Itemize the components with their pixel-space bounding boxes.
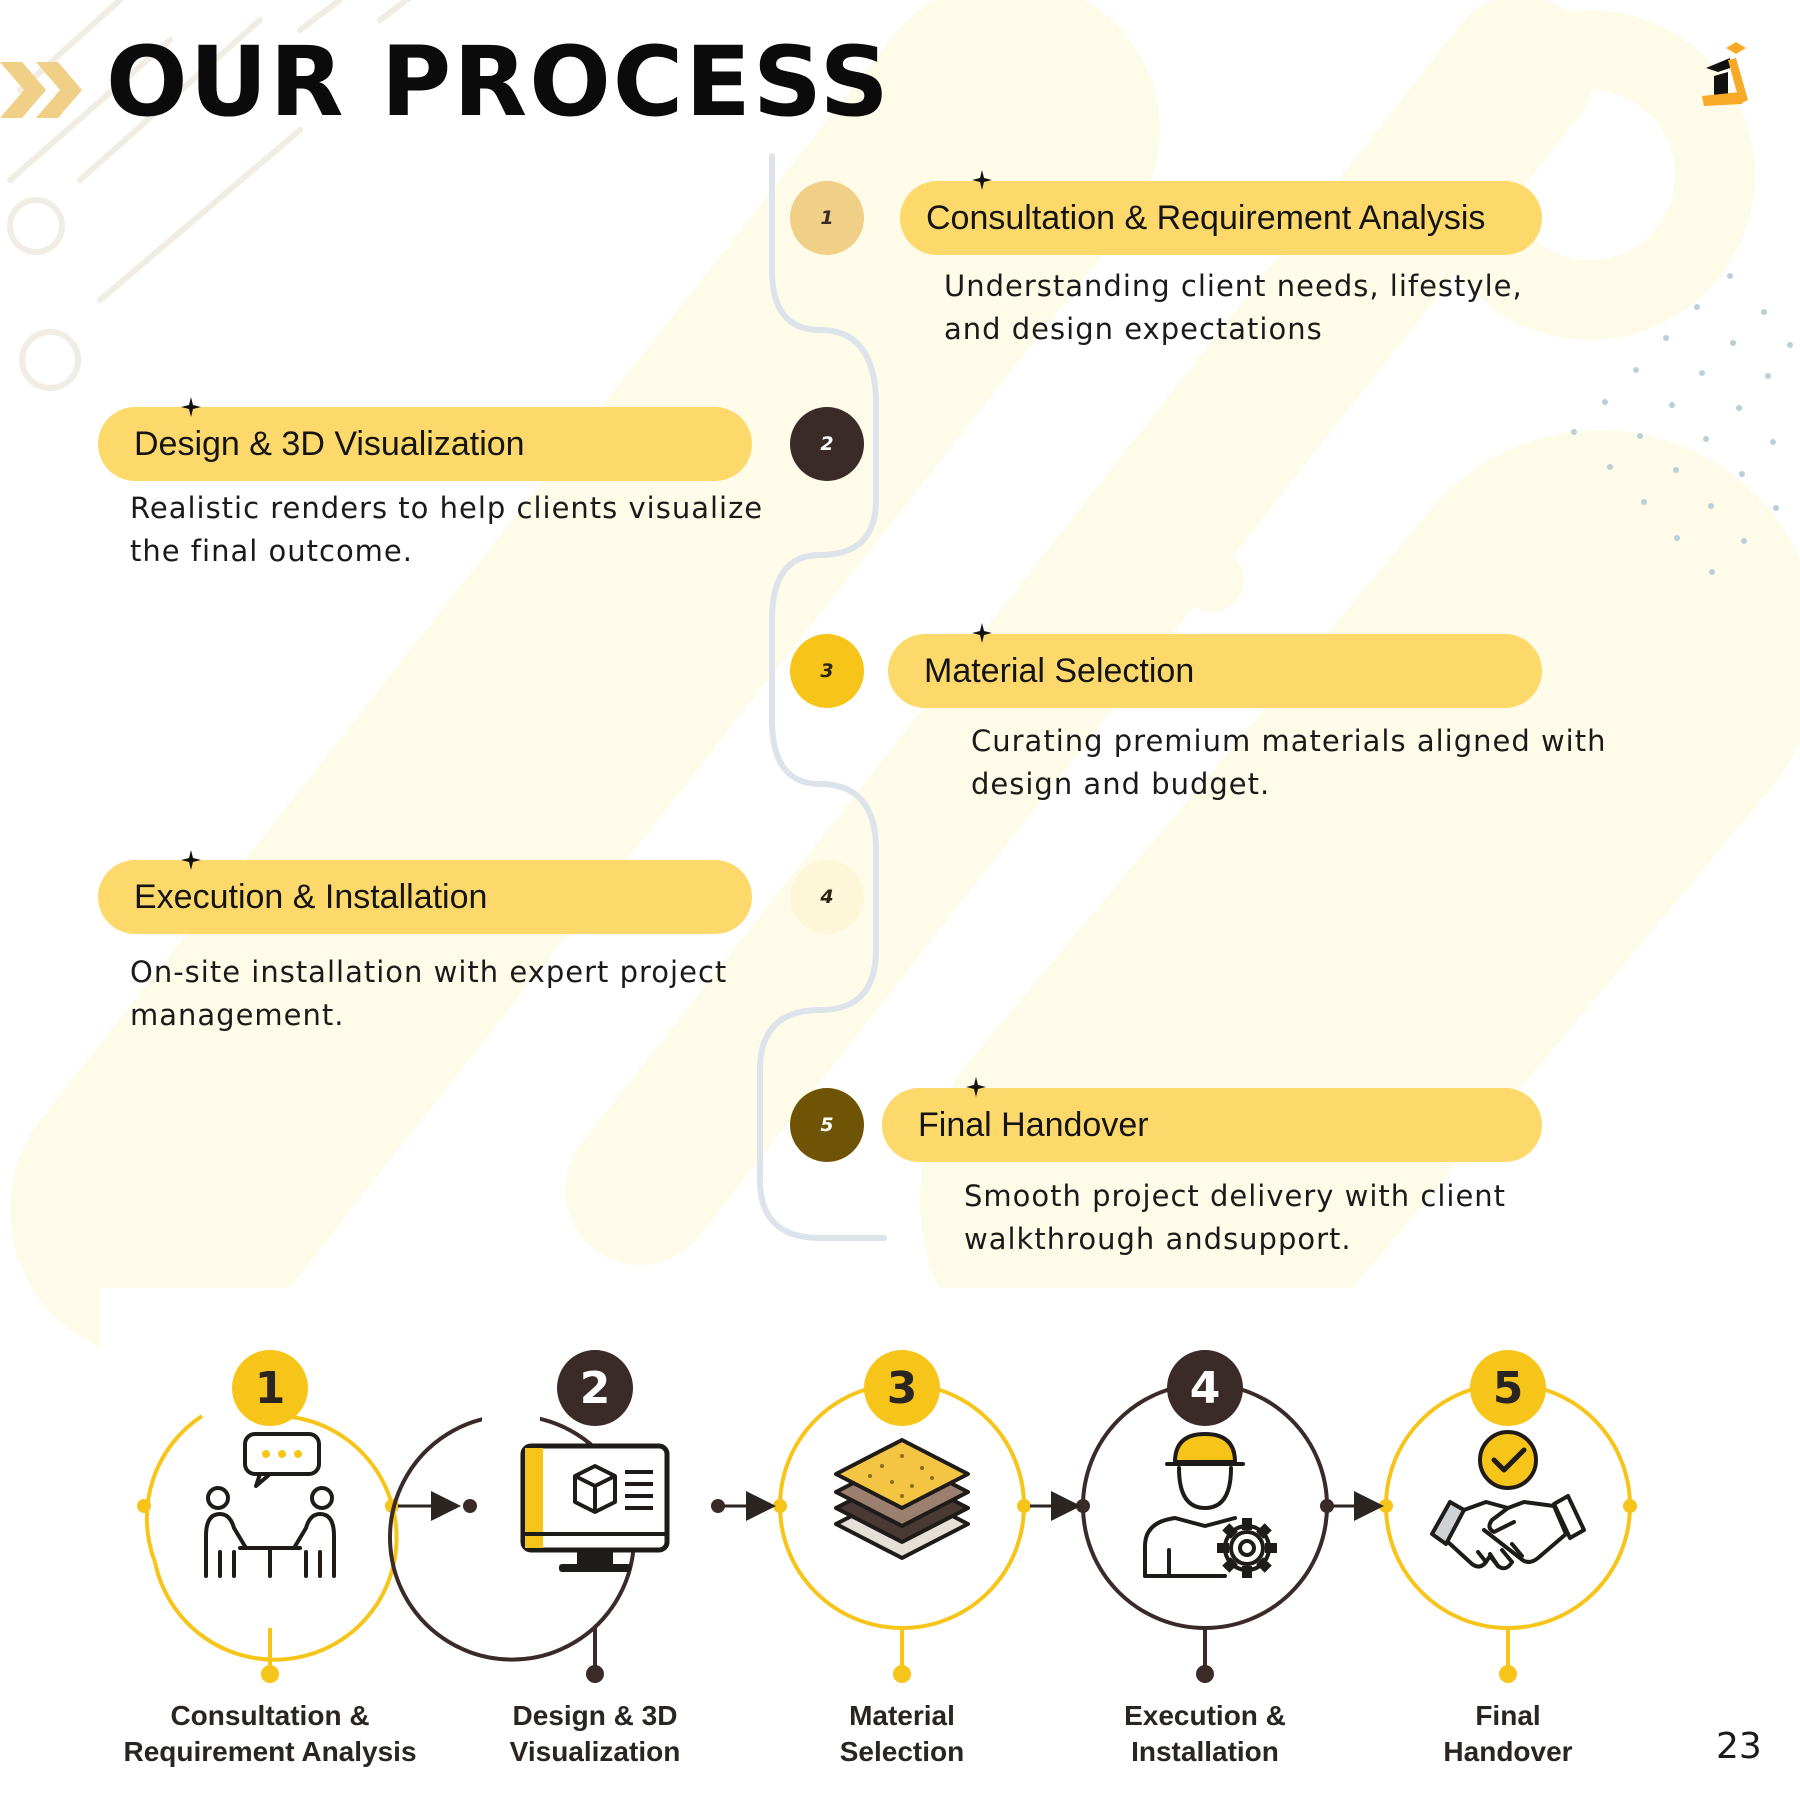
step-title-4: Execution & Installation [134, 877, 488, 916]
infographic-number-3: 3 [864, 1350, 940, 1426]
monitor-3d-icon [520, 1443, 670, 1572]
step-description-1: Understanding client needs, lifestyle,an… [944, 269, 1523, 346]
sparkle-icon [972, 170, 992, 190]
step-title-pill-2: Design & 3D Visualization [98, 407, 752, 481]
step-title-2: Design & 3D Visualization [134, 424, 525, 463]
process-infographic: 1 2 3 4 5 [100, 1288, 1660, 1788]
step-title-3: Material Selection [924, 651, 1195, 690]
chevron-right-icon [0, 62, 82, 118]
step-title-pill-3: Material Selection [888, 634, 1542, 708]
step-title-pill-1: Consultation & Requirement Analysis [900, 181, 1542, 255]
infographic-number-4: 4 [1167, 1350, 1243, 1426]
step-title-pill-5: Final Handover [882, 1088, 1542, 1162]
step-number-2: 2 [790, 407, 864, 481]
handshake-check-icon [1430, 1430, 1586, 1571]
sparkle-icon [972, 623, 992, 643]
step-title-1: Consultation & Requirement Analysis [926, 198, 1486, 237]
page-number: 23 [1716, 1726, 1762, 1767]
step-number-5: 5 [790, 1088, 864, 1162]
step-number-1: 1 [790, 181, 864, 255]
material-layers-icon [834, 1438, 970, 1560]
sparkle-icon [181, 397, 201, 417]
consultation-icon [204, 1432, 336, 1578]
infographic-label-1: Consultation &Requirement Analysis [123, 1700, 417, 1767]
sparkle-icon [966, 1077, 986, 1097]
step-number-3: 3 [790, 634, 864, 708]
infographic-label-4: Execution &Installation [1124, 1700, 1286, 1767]
step-description-2: Realistic renders to help clients visual… [130, 491, 764, 568]
step-number-4: 4 [790, 860, 864, 934]
infographic-number-2: 2 [557, 1350, 633, 1426]
worker-gear-icon [1143, 1432, 1277, 1578]
step-description-4: On-site installation with expert project… [130, 955, 728, 1032]
brand-logo-icon [1702, 42, 1748, 106]
infographic-number-5: 5 [1470, 1350, 1546, 1426]
process-ring-1 [137, 1413, 399, 1683]
sparkle-icon [181, 850, 201, 870]
infographic-number-1: 1 [232, 1350, 308, 1426]
step-title-pill-4: Execution & Installation [98, 860, 752, 934]
page-title: OUR PROCESS [106, 26, 891, 138]
step-title-5: Final Handover [918, 1105, 1149, 1144]
